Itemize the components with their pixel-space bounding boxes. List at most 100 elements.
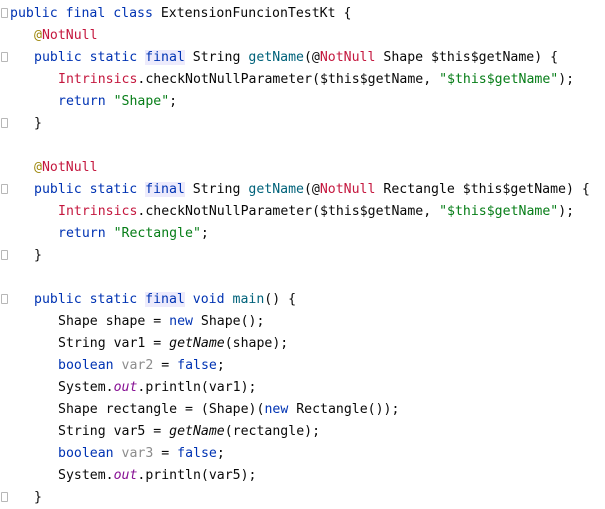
fold-marker-icon[interactable] bbox=[1, 492, 8, 502]
code-token: false bbox=[177, 358, 217, 373]
code-token: ExtensionFuncionTestKt { bbox=[160, 6, 352, 21]
code-token: out bbox=[113, 468, 138, 483]
code-token: (shape); bbox=[224, 336, 289, 351]
code-line[interactable]: public static final String getName(@NotN… bbox=[10, 179, 605, 201]
code-token: String bbox=[184, 182, 249, 197]
code-token: (rectangle); bbox=[224, 424, 321, 439]
code-token: ); bbox=[558, 204, 575, 219]
code-token: new bbox=[264, 402, 297, 417]
code-token: new bbox=[169, 314, 201, 329]
code-token: getName bbox=[169, 336, 225, 351]
code-line[interactable]: } bbox=[10, 113, 605, 135]
code-token: String bbox=[184, 50, 249, 65]
code-token: main bbox=[232, 292, 265, 307]
code-token: "Shape" bbox=[113, 94, 170, 109]
code-line[interactable]: String var1 = getName(shape); bbox=[10, 333, 605, 355]
code-token: ; bbox=[169, 94, 178, 109]
code-token: NotNull bbox=[319, 182, 376, 197]
code-token: boolean bbox=[58, 446, 122, 461]
code-line[interactable]: @NotNull bbox=[10, 157, 605, 179]
code-token: Shape rectangle = (Shape)( bbox=[58, 402, 265, 417]
code-token: .println(var1); bbox=[137, 380, 257, 395]
code-token: Rectangle $this$getName) { bbox=[375, 182, 590, 197]
code-area[interactable]: public final class ExtensionFuncionTestK… bbox=[10, 3, 605, 509]
code-token: NotNull bbox=[41, 28, 98, 43]
code-token: = bbox=[153, 358, 178, 373]
code-token: (@ bbox=[303, 182, 320, 197]
code-token: out bbox=[113, 380, 138, 395]
code-token: public static bbox=[34, 292, 146, 307]
code-token: NotNull bbox=[41, 160, 98, 175]
code-line[interactable]: public static final String getName(@NotN… bbox=[10, 47, 605, 69]
code-token: (@ bbox=[303, 50, 320, 65]
code-token: public static bbox=[34, 50, 146, 65]
code-line[interactable]: System.out.println(var5); bbox=[10, 465, 605, 487]
code-token: getName bbox=[248, 182, 304, 197]
code-token: String var5 = bbox=[58, 424, 170, 439]
code-token: "Rectangle" bbox=[113, 226, 201, 241]
code-token: () { bbox=[264, 292, 297, 307]
code-token: } bbox=[34, 490, 42, 505]
code-token: NotNull bbox=[319, 50, 376, 65]
fold-marker-icon[interactable] bbox=[1, 52, 8, 62]
code-token: final bbox=[145, 292, 185, 307]
code-token: Intrinsics bbox=[58, 72, 138, 87]
code-token: ; bbox=[216, 358, 225, 373]
fold-marker-icon[interactable] bbox=[1, 184, 8, 194]
code-token: getName bbox=[169, 424, 225, 439]
code-token: .checkNotNullParameter($this$getName, bbox=[137, 72, 440, 87]
code-token: @ bbox=[34, 28, 42, 43]
code-token: Shape shape = bbox=[58, 314, 170, 329]
code-token: false bbox=[177, 446, 217, 461]
code-line[interactable]: } bbox=[10, 245, 605, 267]
code-token: return bbox=[58, 226, 114, 241]
code-token: .println(var5); bbox=[137, 468, 257, 483]
code-line[interactable]: boolean var3 = false; bbox=[10, 443, 605, 465]
code-line[interactable]: Shape shape = new Shape(); bbox=[10, 311, 605, 333]
code-line[interactable]: Intrinsics.checkNotNullParameter($this$g… bbox=[10, 201, 605, 223]
code-token: "$this$getName" bbox=[439, 204, 559, 219]
code-token: final bbox=[145, 50, 185, 65]
code-line[interactable]: } bbox=[10, 487, 605, 509]
code-token: Intrinsics bbox=[58, 204, 138, 219]
code-line[interactable]: @NotNull bbox=[10, 25, 605, 47]
code-line[interactable]: Intrinsics.checkNotNullParameter($this$g… bbox=[10, 69, 605, 91]
code-line[interactable]: public static final void main() { bbox=[10, 289, 605, 311]
code-token: public final class bbox=[10, 6, 161, 21]
fold-gutter bbox=[0, 0, 9, 509]
code-token: void bbox=[184, 292, 233, 307]
code-token: @ bbox=[34, 160, 42, 175]
code-line[interactable]: boolean var2 = false; bbox=[10, 355, 605, 377]
code-line[interactable]: String var5 = getName(rectangle); bbox=[10, 421, 605, 443]
code-line[interactable]: return "Rectangle"; bbox=[10, 223, 605, 245]
fold-marker-icon[interactable] bbox=[1, 250, 8, 260]
code-line[interactable] bbox=[10, 267, 605, 289]
code-token: final bbox=[145, 182, 185, 197]
code-token: return bbox=[58, 94, 114, 109]
code-token: var2 bbox=[121, 358, 154, 373]
code-token: public static bbox=[34, 182, 146, 197]
code-token: getName bbox=[248, 50, 304, 65]
code-token: System. bbox=[58, 380, 114, 395]
code-token: System. bbox=[58, 468, 114, 483]
code-line[interactable] bbox=[10, 135, 605, 157]
code-line[interactable]: Shape rectangle = (Shape)(new Rectangle(… bbox=[10, 399, 605, 421]
code-line[interactable]: public final class ExtensionFuncionTestK… bbox=[10, 3, 605, 25]
code-token: Shape(); bbox=[200, 314, 265, 329]
code-token: ); bbox=[558, 72, 575, 87]
code-line[interactable]: System.out.println(var1); bbox=[10, 377, 605, 399]
code-token: "$this$getName" bbox=[439, 72, 559, 87]
code-token: ; bbox=[200, 226, 209, 241]
code-token: ; bbox=[216, 446, 225, 461]
code-token: Rectangle()); bbox=[296, 402, 400, 417]
code-token: = bbox=[153, 446, 178, 461]
code-line[interactable]: return "Shape"; bbox=[10, 91, 605, 113]
fold-marker-icon[interactable] bbox=[1, 8, 8, 18]
fold-marker-icon[interactable] bbox=[1, 118, 8, 128]
code-token: boolean bbox=[58, 358, 122, 373]
fold-marker-icon[interactable] bbox=[1, 294, 8, 304]
code-token: String var1 = bbox=[58, 336, 170, 351]
code-token: } bbox=[34, 116, 42, 131]
code-token: var3 bbox=[121, 446, 154, 461]
